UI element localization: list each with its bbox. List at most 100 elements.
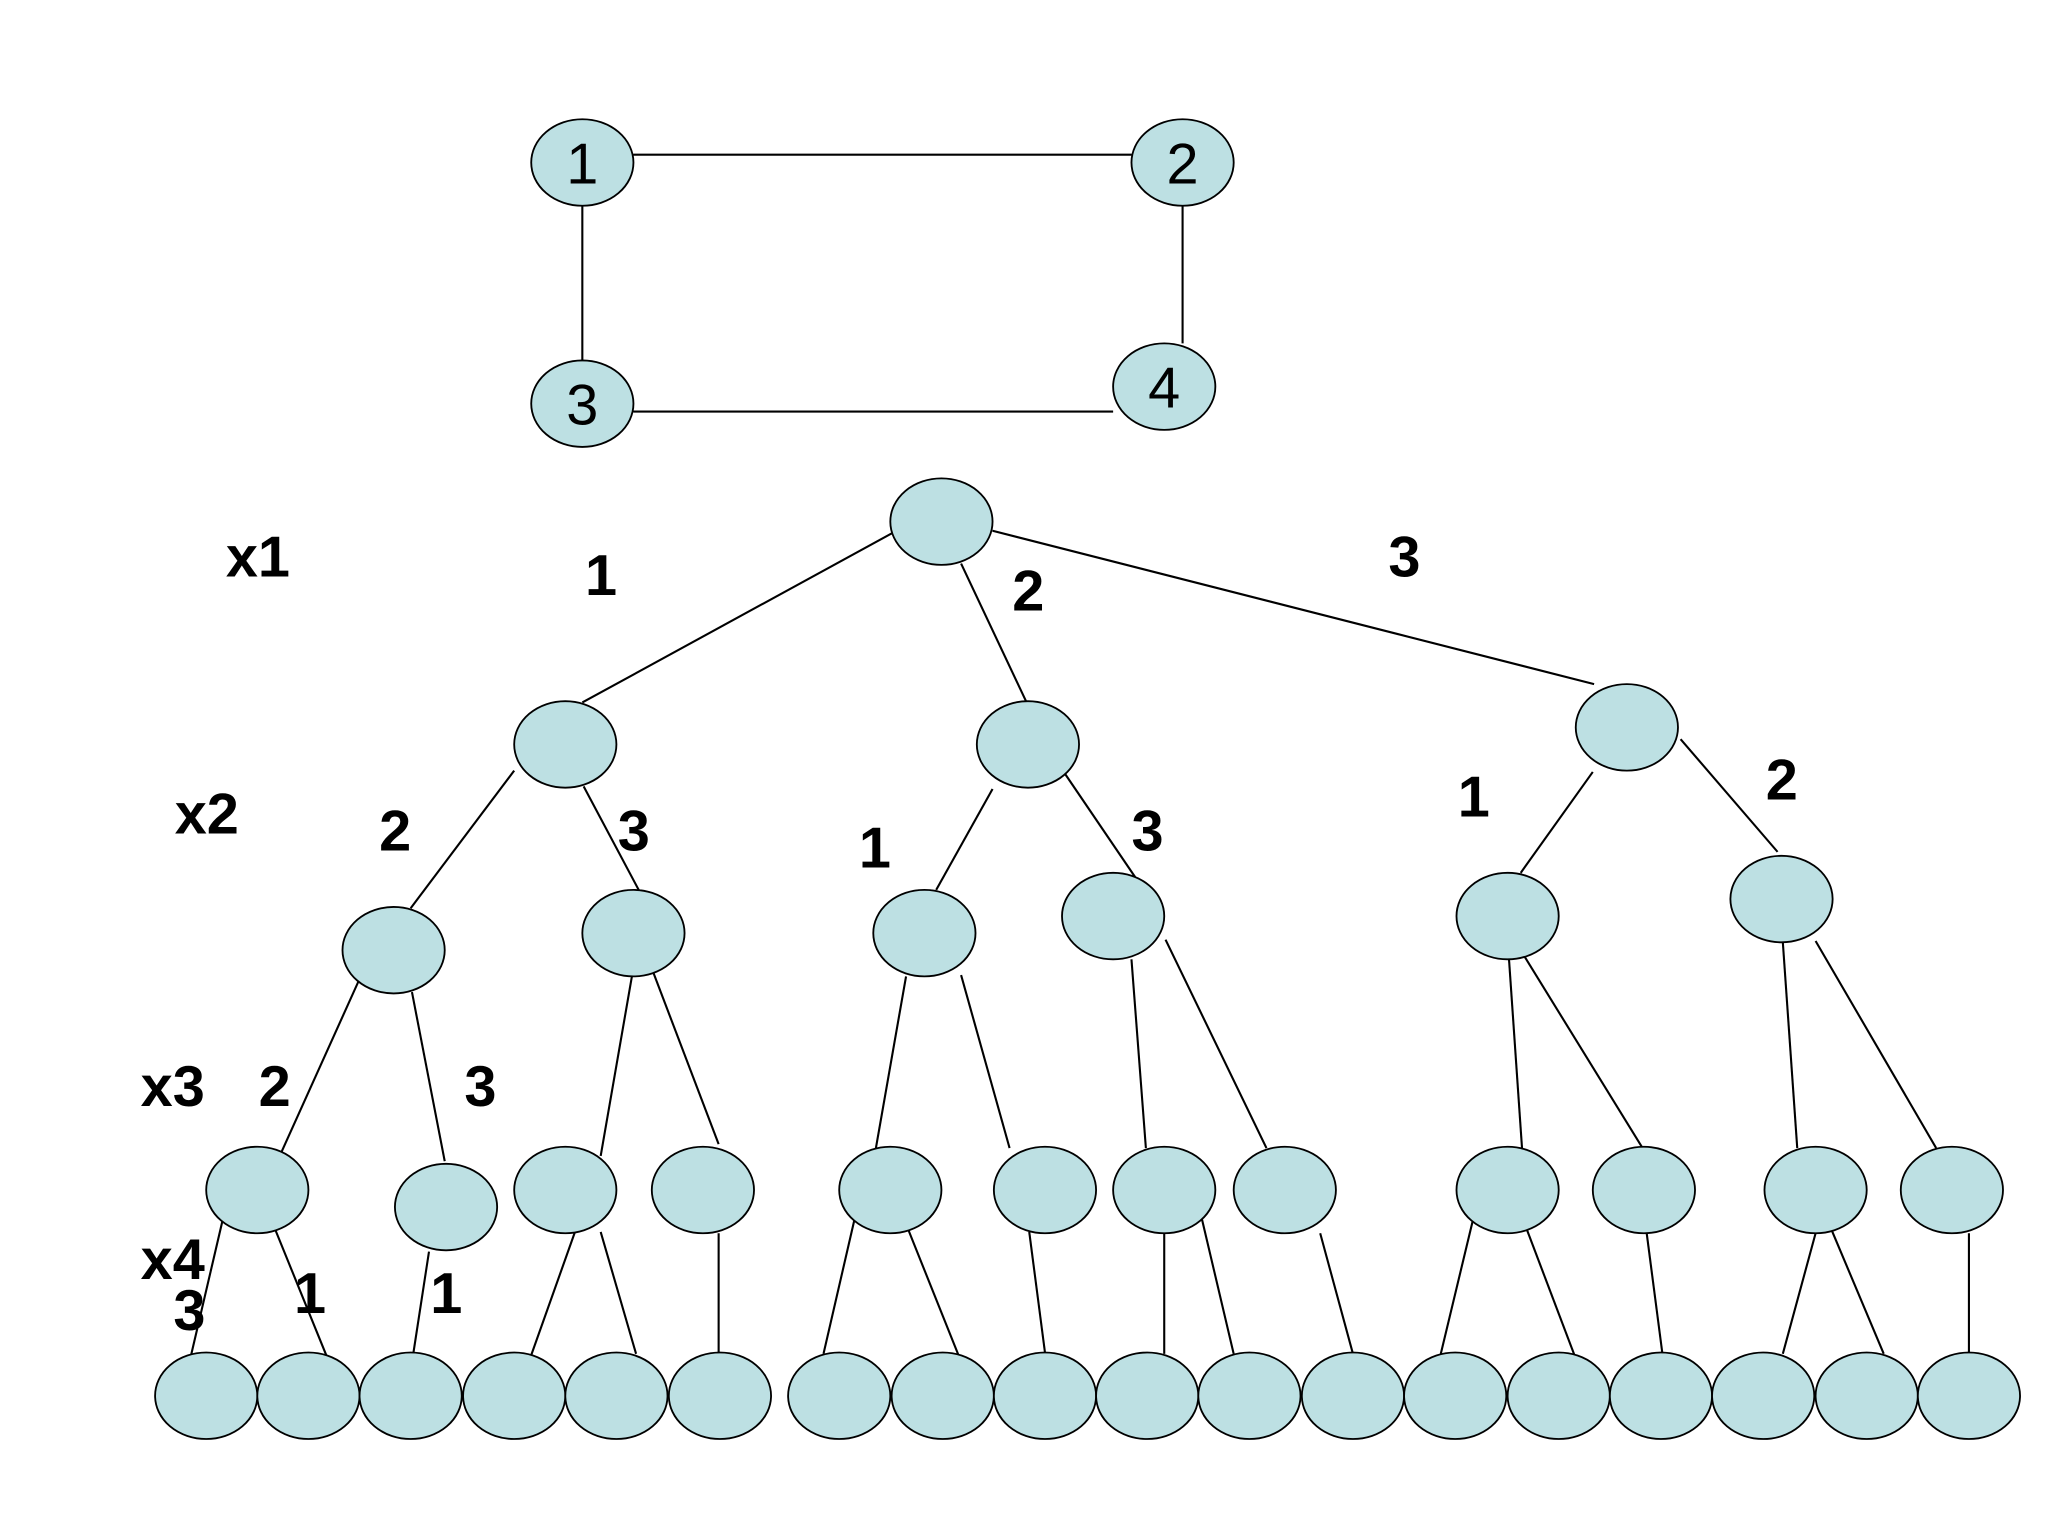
tree-node	[1899, 1145, 2004, 1235]
tree-edge	[1130, 959, 1147, 1149]
edge-label: 3	[618, 800, 650, 864]
tree-edge	[412, 1251, 431, 1354]
tree-edge	[1781, 942, 1799, 1149]
edge-label: 1	[430, 1262, 462, 1326]
edge-labels: 1 2 3 2 3 1 3 1 2 2 3 3 1 1	[173, 526, 1797, 1344]
graph-node-1	[530, 118, 635, 207]
tree-node	[1455, 1145, 1560, 1235]
edge-label: 1	[1458, 765, 1490, 829]
tree-edge	[1519, 771, 1594, 874]
tree-edge	[1523, 956, 1644, 1149]
tree-edge	[650, 968, 720, 1145]
edge-label: 1	[585, 544, 617, 608]
tree-leaf-node	[1506, 1351, 1611, 1440]
tree-node	[1729, 854, 1834, 944]
level-label-x3: x3	[141, 1055, 205, 1119]
graph: 1 2 3 4	[530, 118, 1235, 448]
tree-node	[394, 1162, 499, 1252]
tree-node	[513, 1145, 618, 1235]
tree-leaf-node	[564, 1351, 669, 1440]
tree-node	[1232, 1145, 1337, 1235]
tree-edge	[599, 974, 634, 1157]
tree-leaf-node	[890, 1351, 995, 1440]
tree-edge	[409, 769, 516, 909]
edge-label: 3	[1388, 526, 1420, 590]
tree-node	[872, 888, 977, 978]
tree-edge	[960, 974, 1011, 1149]
tree-edge	[1319, 1232, 1354, 1355]
graph-node-4-label: 4	[1148, 357, 1180, 421]
level-labels: x1 x2 x3 x4	[141, 526, 290, 1292]
tree-root-node	[889, 477, 994, 566]
tree-leaf-node	[787, 1351, 892, 1440]
level-label-x1: x1	[226, 526, 290, 590]
tree-node	[1112, 1145, 1217, 1235]
tree-leaf-node	[358, 1351, 463, 1440]
graph-node-3-label: 3	[566, 374, 598, 438]
graph-node-1-label: 1	[566, 132, 598, 196]
tree-leaf-node	[1916, 1351, 2021, 1440]
tree-node	[838, 1145, 943, 1235]
tree-edge	[907, 1230, 960, 1356]
graph-node-2-label: 2	[1167, 132, 1199, 196]
tree-node	[992, 1145, 1097, 1235]
tree-edge	[1679, 738, 1779, 853]
tree-edge	[1781, 1232, 1817, 1355]
tree-nodes	[154, 477, 2021, 1440]
edge-label: 2	[259, 1055, 291, 1119]
tree-node	[1591, 1145, 1696, 1235]
edge-label: 3	[1131, 800, 1163, 864]
tree-edge	[599, 1231, 638, 1355]
tree-leaf-node	[1403, 1351, 1508, 1440]
tree-node	[1061, 871, 1166, 961]
tree-edge	[822, 1217, 856, 1355]
tree-leaf-node	[1197, 1351, 1302, 1440]
tree-edge	[1028, 1231, 1047, 1353]
graph-node-2	[1130, 118, 1235, 207]
tree-node	[1763, 1145, 1868, 1235]
tree-edge	[874, 976, 908, 1149]
tree-leaf-node	[1300, 1351, 1405, 1440]
tree-edge	[530, 1214, 583, 1356]
level-label-x4: x4	[141, 1228, 205, 1292]
tree-leaf-node	[992, 1351, 1097, 1440]
tree-node	[650, 1145, 755, 1235]
tree-edge	[1814, 940, 1938, 1149]
tree-node	[513, 700, 618, 789]
tree-edge	[582, 785, 640, 891]
tree-edge	[279, 978, 361, 1154]
tree-edge	[189, 1217, 225, 1358]
tree-leaf-node	[1095, 1351, 1200, 1440]
tree-leaf-node	[154, 1351, 259, 1440]
tree-edge	[960, 563, 1028, 703]
tree-edge	[410, 991, 446, 1162]
edge-label: 3	[464, 1055, 496, 1119]
edge-label: 1	[294, 1262, 326, 1326]
graph-node-3	[530, 359, 635, 448]
tree-leaf-node	[1608, 1351, 1713, 1440]
edge-label: 2	[1012, 560, 1044, 624]
tree-node	[1574, 683, 1679, 772]
tree-leaf-node	[462, 1351, 567, 1440]
tree-edges	[189, 529, 1970, 1358]
tree-leaf-node	[667, 1351, 772, 1440]
tree-node	[581, 888, 686, 978]
tree-edge	[992, 529, 1595, 686]
tree-edge	[935, 788, 994, 891]
tree-edge	[1526, 1230, 1576, 1356]
tree-edge	[1439, 1217, 1475, 1355]
level-label-x2: x2	[175, 783, 239, 847]
tree-edge	[1830, 1228, 1885, 1355]
tree-edge	[1645, 1231, 1664, 1353]
tree-edge	[1063, 772, 1138, 880]
edge-label: 2	[1766, 748, 1798, 812]
tree-edge	[274, 1230, 328, 1357]
tree-edge	[1507, 957, 1524, 1149]
tree-leaf-node	[1814, 1351, 1919, 1440]
tree-edge	[1199, 1214, 1235, 1355]
tree-edge	[581, 532, 893, 704]
edge-label: 1	[859, 817, 891, 881]
tree-node	[975, 700, 1080, 789]
tree-node	[1455, 871, 1560, 961]
